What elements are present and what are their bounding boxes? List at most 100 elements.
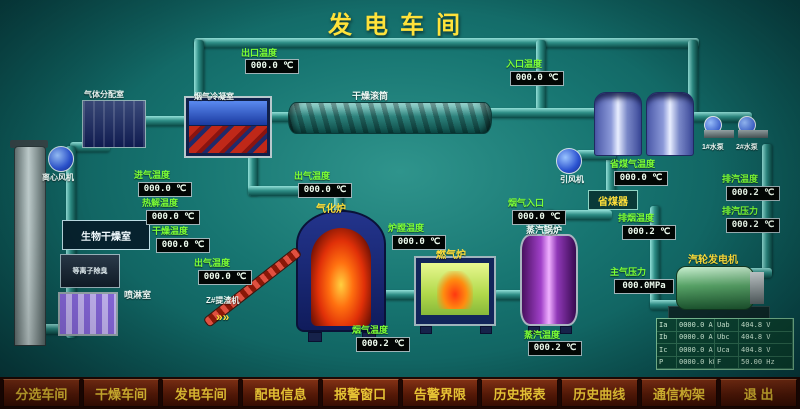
turbine-exhaust-temp-label: 排汽温度 [722,174,759,184]
condenser-label: 烟气冷凝室 [194,92,234,101]
steam-boiler-label: 蒸汽锅炉 [526,225,563,235]
spray-unit [58,292,118,336]
turbine-exhaust-temp-display: 000.2 ℃ [726,186,780,201]
panel-cell: 404.8 V [739,331,793,344]
steam-boiler-unit [520,234,578,326]
tank-2 [646,92,694,156]
gas-furnace-flame [437,271,473,309]
chimney [14,146,46,346]
panel-cell: 0000.0 kW [677,356,715,369]
furnace-temp-display: 000.0 ℃ [392,235,446,250]
panel-cell: 0000.0 A [677,344,715,357]
pump-1-label: 1#水泵 [702,144,724,151]
outlet-temp-display: 000.0 ℃ [245,59,299,74]
page-title: 发电车间 [328,12,472,39]
boiler-flue-label: 蒸汽温度 [524,330,561,340]
flue-inlet-label: 烟气入口 [508,198,545,208]
pipe-furnace-to-boiler [494,290,524,300]
turbine-exhaust-pressure-display: 000.2 ℃ [726,218,780,233]
menu-history-curve[interactable]: 历史曲线 [560,379,638,407]
panel-cell: Ia [657,319,677,332]
drum-label: 干燥滚筒 [352,91,389,101]
pipe-top-horizontal [194,38,699,48]
bottom-menu-bar: 分选车间 干燥车间 发电车间 配电信息 报警窗口 告警界限 历史报表 历史曲线 … [0,377,800,409]
menu-alarm-window[interactable]: 报警窗口 [321,379,399,407]
pipe-right-riser [688,40,698,118]
panel-cell: F [715,356,739,369]
menu-history-report[interactable]: 历史报表 [481,379,558,407]
pipe-to-turbine [650,300,682,310]
economizer-flue-display: 000.0 ℃ [614,171,668,186]
pyrolysis-temp-display: 000.0 ℃ [146,210,200,225]
pipe-far-right [762,144,772,276]
menu-power-distribution-info[interactable]: 配电信息 [242,379,319,407]
menu-communication[interactable]: 通信构架 [640,379,718,407]
panel-cell: Ic [657,344,677,357]
spray-room-label: 喷淋室 [124,290,152,300]
centrifugal-fan-unit [48,146,74,172]
gasifier-flame [311,228,371,326]
gasifier-label: 气化炉 [316,204,346,215]
intake-temp-display: 000.0 ℃ [138,182,192,197]
bio-drying-room: 生物干燥室 [62,220,150,250]
gas-furnace-leg [480,326,492,334]
pipe-condenser-down [248,156,258,196]
gas-furnace-unit [414,256,496,326]
steam-boiler-leg [528,326,540,334]
outgas-left-label: 出气温度 [194,258,231,268]
panel-cell: Ubc [715,331,739,344]
condenser-unit [184,96,272,158]
pipe-condenser-to-drum [264,112,298,122]
slag-conveyor-label: Z#提渣机 [206,296,240,305]
outlet-temp-label: 出口温度 [241,48,278,58]
flue-inlet-display: 000.0 ℃ [512,210,566,225]
gas-furnace-leg [420,326,432,334]
inlet-temp-label: 入口温度 [506,59,543,69]
outgas-gasifier-label: 出气温度 [294,171,331,181]
slag-flow-arrows: »» [216,310,230,324]
drying-temp-display: 000.0 ℃ [156,238,210,253]
pipe-boiler-to-economizer [548,210,612,220]
main-steam-pressure-display: 000.0MPa [614,279,674,294]
drying-drum-unit [288,102,492,134]
gasifier-vessel [296,210,386,332]
pipe-economizer-riser [606,154,616,196]
pipe-to-pumps [692,112,752,122]
economizer-flue-label: 省煤气温度 [610,159,656,169]
pipe-to-chimney [36,324,78,334]
panel-cell: 404.8 V [739,319,793,332]
steam-boiler-leg [560,326,572,334]
boiler-flue-display: 000.2 ℃ [528,341,582,356]
panel-cell: Uca [715,344,739,357]
gas-distribution-label: 气体分配室 [84,90,124,99]
outgas-gasifier-display: 000.0 ℃ [298,183,352,198]
furnace-temp-label: 炉膛温度 [388,223,425,233]
menu-exit[interactable]: 退 出 [720,379,798,407]
plasma-unit: 等离子除臭 [60,254,120,288]
pipe-drum-to-tanks [486,108,606,118]
gasifier-leg [308,332,322,342]
pump-2 [738,116,768,138]
furnace-flue-label: 烟气温度 [352,325,389,335]
panel-cell: 0000.0 A [677,319,715,332]
condenser-water-section [189,101,267,125]
panel-cell: Ib [657,331,677,344]
menu-power-workshop[interactable]: 发电车间 [162,379,240,407]
tank-1 [594,92,642,156]
generator-readings-panel: Ia 0000.0 A Uab 404.8 V Ib 0000.0 A Ubc … [656,318,794,370]
turbine-exhaust-pressure-label: 排汽压力 [722,206,759,216]
panel-cell: 50.00 Hz [739,356,793,369]
menu-drying-workshop[interactable]: 干燥车间 [82,379,160,407]
economizer-box: 省煤器 [588,190,638,210]
gas-furnace-label: 燃气炉 [436,250,466,261]
centrifugal-fan-label: 离心风机 [42,173,74,182]
pump-2-base [738,130,768,138]
gas-distribution-unit [82,100,146,148]
menu-alarm-limits[interactable]: 告警界限 [401,379,479,407]
pipe-gasifier-to-furnace [382,290,418,300]
pump-2-label: 2#水泵 [736,144,758,151]
menu-sorting-workshop[interactable]: 分选车间 [3,379,80,407]
furnace-flue-display: 000.2 ℃ [356,337,410,352]
outgas-left-display: 000.0 ℃ [198,270,252,285]
turbine-label: 汽轮发电机 [688,255,738,266]
